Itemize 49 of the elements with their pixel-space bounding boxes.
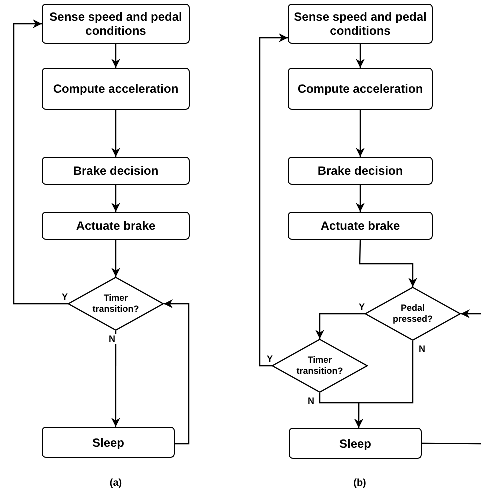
panel-caption: (b) <box>354 478 366 490</box>
arrow <box>356 185 365 212</box>
process-box <box>42 157 190 185</box>
node-label: Timer transition? <box>296 355 344 377</box>
node-label: Sense speed and pedal conditions <box>293 10 428 38</box>
edge-label: N <box>307 396 316 406</box>
panel-caption: (a) <box>110 478 122 490</box>
arrow <box>111 331 120 427</box>
arrow <box>356 110 365 157</box>
arrow <box>112 110 120 157</box>
process-box <box>288 68 433 110</box>
arrow <box>461 310 481 318</box>
process-box <box>289 428 422 459</box>
decision-diamond <box>68 277 164 331</box>
node-label: Brake decision <box>72 164 160 178</box>
decision-diamond <box>365 287 461 341</box>
edge-label: Y <box>358 302 366 312</box>
arrow <box>259 34 288 367</box>
edge-label: Y <box>61 292 70 302</box>
process-box <box>42 4 190 44</box>
arrow <box>356 44 365 68</box>
arrow <box>13 20 68 305</box>
edge-label: N <box>108 334 116 344</box>
arrow <box>112 240 120 277</box>
node-label: Sense speed and pedal conditions <box>48 10 184 38</box>
node-label: Sleep <box>91 436 126 450</box>
arrow <box>316 313 365 339</box>
edge-label: Y <box>266 354 274 364</box>
node-label: Actuate brake <box>320 219 402 233</box>
node-label: Sleep <box>338 436 372 450</box>
arrow <box>112 185 120 212</box>
node-label: Brake decision <box>316 164 404 178</box>
node-label: Timer transition? <box>92 293 140 315</box>
arrow <box>354 341 414 428</box>
arrow <box>359 240 418 287</box>
node-label: Compute acceleration <box>296 82 424 96</box>
process-box <box>42 427 175 458</box>
decision-diamond <box>272 339 368 393</box>
edge-label: N <box>418 344 426 354</box>
process-box <box>288 212 433 240</box>
node-label: Pedal pressed? <box>392 303 434 325</box>
node-label: Compute acceleration <box>52 82 180 96</box>
node-label: Actuate brake <box>75 219 157 233</box>
process-box <box>42 68 190 110</box>
process-box <box>288 4 433 44</box>
arrow <box>112 44 120 68</box>
arrow <box>164 300 190 445</box>
process-box <box>288 157 433 185</box>
process-box <box>42 212 190 240</box>
